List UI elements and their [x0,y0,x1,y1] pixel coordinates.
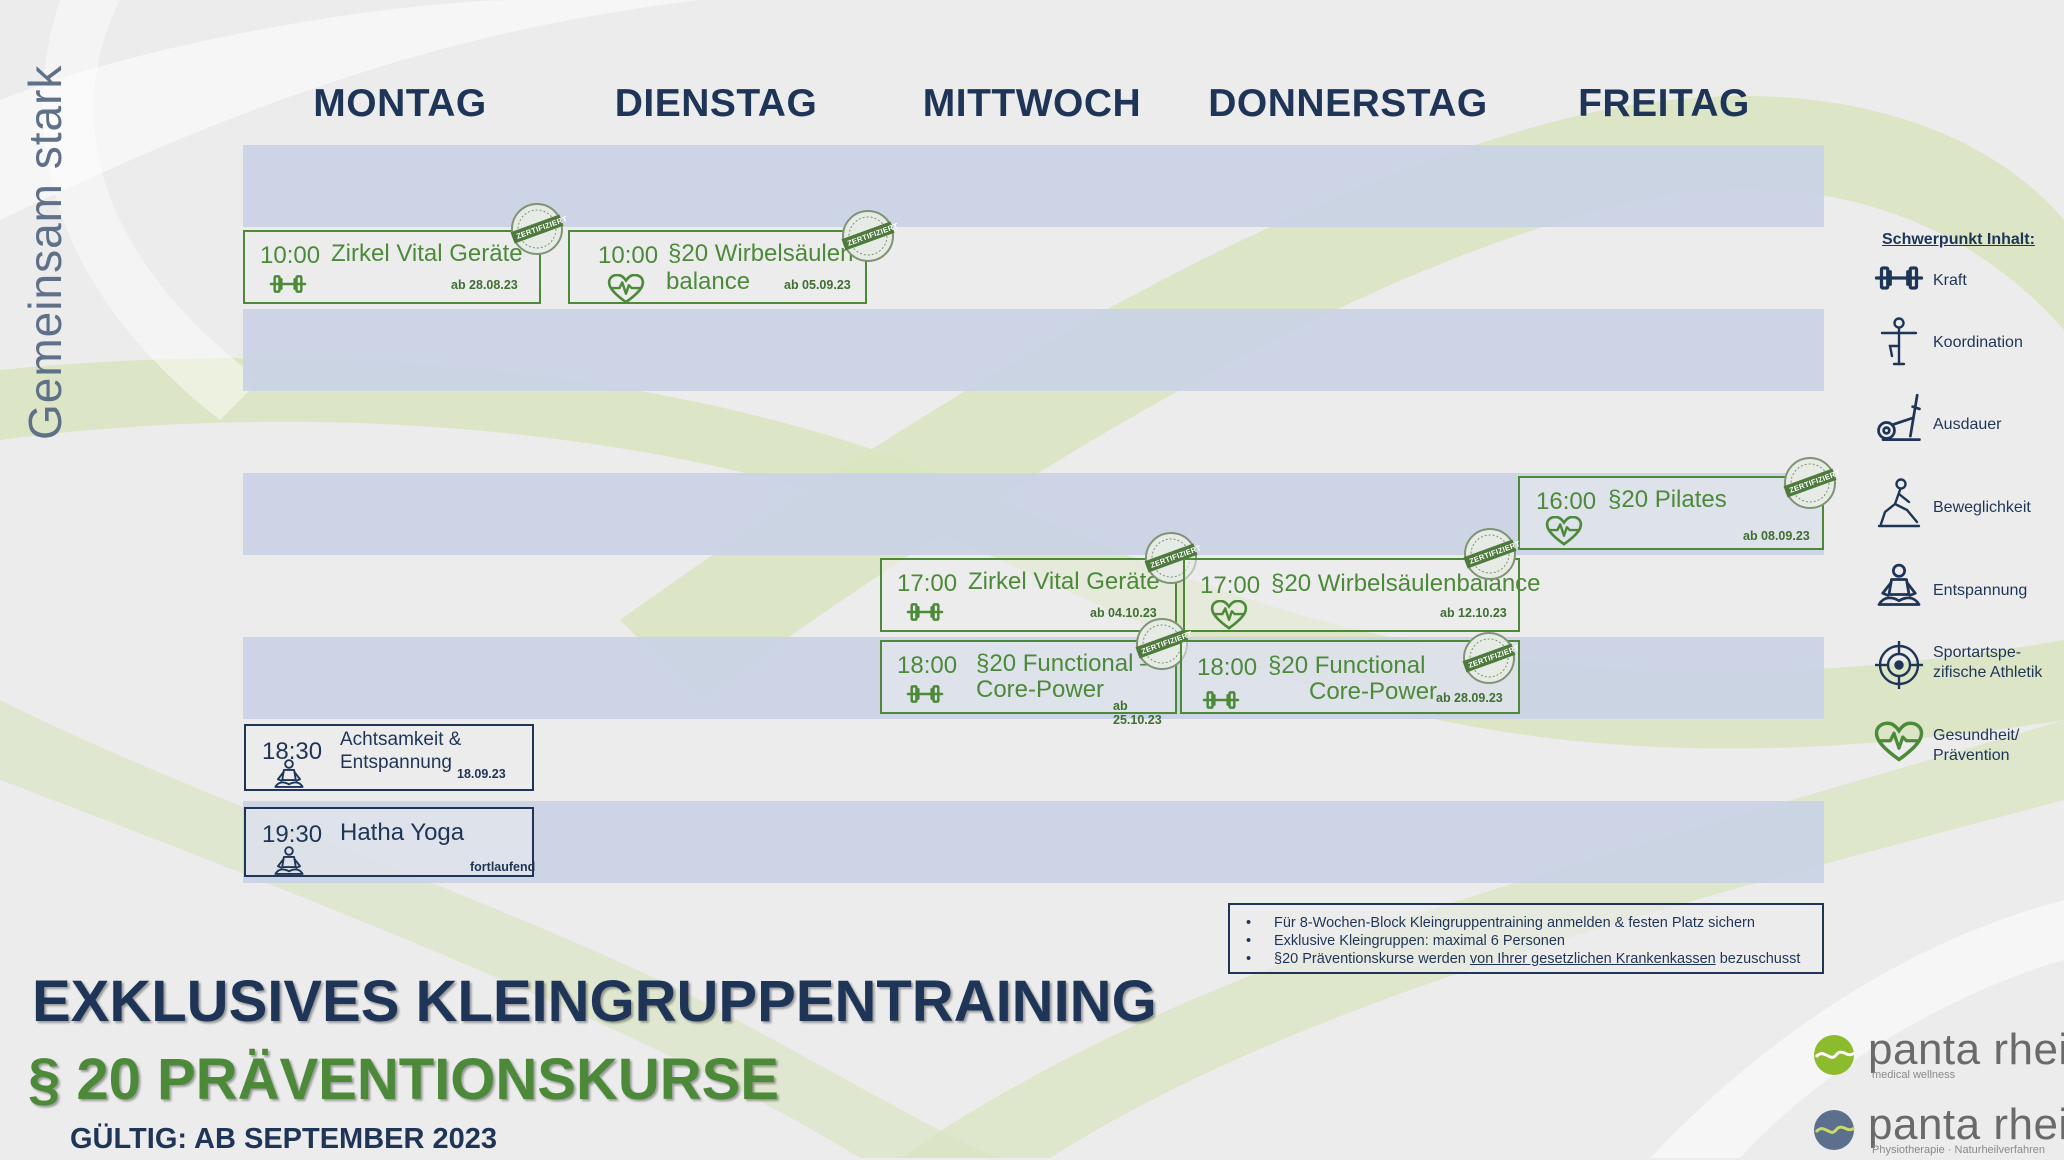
meditation-icon [272,758,306,792]
crosstrainer-icon [1874,393,1924,443]
course-time: 18:00 [897,652,958,679]
panta-rhei-logo-icon [1814,1110,1856,1150]
course-start-date: ab 05.09.23 [784,278,851,292]
logo-wordmark: panta rhei [1868,1025,2064,1074]
logo-subtitle: medical wellness [1872,1069,1956,1081]
legend-label-line1: Sportartspe- [1933,644,2022,661]
heart-pulse-icon [1209,600,1249,630]
legend-label: Koordination [1933,334,2023,351]
course-name-line1: §20 Functional – [976,650,1154,677]
course-start-date: ab 28.09.23 [1436,691,1503,705]
day-header-friday: FREITAG [1578,82,1750,125]
heart-pulse-icon [606,274,646,304]
dumbbell-icon [1874,258,1924,298]
brand-logo-physio: panta rhei Physiotherapie · Naturheilver… [1812,1100,2064,1160]
note-item: •Exklusive Kleingruppen: maximal 6 Perso… [1246,933,1565,949]
course-time: 17:00 [897,570,958,597]
course-card-friday-1600[interactable]: 16:00 §20 Pilates ab 08.09.23 [1518,476,1824,550]
course-name-line2: Entspannung [340,752,452,773]
legend-label-line2: Prävention [1933,747,2010,764]
headline-primary: EXKLUSIVES KLEINGRUPPENTRAINING [32,969,1157,1034]
legend-item-ausdauer: Ausdauer [1868,393,2058,453]
course-card-thursday-1800[interactable]: 18:00 §20 Functional Core-Power ab 28.09… [1180,640,1520,714]
course-start-date: ab 28.08.23 [451,278,518,292]
course-start-date: fortlaufend [470,860,536,874]
legend-label: Entspannung [1933,582,2028,599]
day-header-thursday: DONNERSTAG [1208,82,1488,125]
balance-figure-icon [1874,316,1924,366]
legend-item-beweglichkeit: Beweglichkeit [1868,478,2058,538]
legend-label: Kraft [1933,272,1967,289]
info-notes-box: •Für 8-Wochen-Block Kleingruppentraining… [1228,903,1824,974]
legend-label-line2: zifische Athletik [1933,664,2043,681]
validity-line: GÜLTIG: AB SEPTEMBER 2023 [70,1123,498,1155]
day-header-monday: MONTAG [313,82,487,125]
legend-title: Schwerpunkt Inhalt: [1882,231,2035,248]
course-time: 16:00 [1536,488,1597,515]
legend-item-koordination: Koordination [1868,316,2058,376]
dumbbell-icon [1202,688,1240,712]
certified-stamp: ZERTIFIZIERT [509,201,569,257]
course-name: §20 Pilates [1608,486,1727,513]
legend-item-entspannung: Entspannung [1868,562,2058,622]
legend-label: Ausdauer [1933,416,2002,433]
note-item: •§20 Präventionskurse werden von Ihrer g… [1246,951,1801,967]
course-name-line2: Core-Power [1309,678,1438,705]
certified-stamp: ZERTIFIZIERT [840,208,900,264]
course-start-date: ab 04.10.23 [1090,606,1157,620]
schedule-row-band [243,145,1824,227]
course-card-wednesday-1700[interactable]: 17:00 Zirkel Vital Geräte ab 04.10.23 [880,558,1177,632]
course-time: 17:00 [1200,572,1261,599]
course-name-line1: §20 Functional [1268,652,1426,679]
note-item: •Für 8-Wochen-Block Kleingruppentraining… [1246,915,1755,931]
brand-logo-wellness: panta rhei medical wellness [1812,1025,2064,1085]
course-name-line1: Achtsamkeit & [340,729,462,750]
logo-subtitle: Physiotherapie · Naturheilverfahren [1872,1144,2046,1156]
course-name: Zirkel Vital Geräte [968,568,1160,595]
course-name-line2: balance [666,268,751,295]
course-name-line1: §20 Wirbelsäulen- [668,240,862,267]
course-time: 19:30 [262,821,323,848]
legend-item-athletik: Sportartspe- zifische Athletik [1868,640,2058,700]
dumbbell-icon [906,682,944,706]
certified-stamp: ZERTIFIZIERT [1462,526,1522,582]
krankenkassen-link[interactable]: von Ihrer gesetzlichen Krankenkassen [1469,951,1716,967]
headline-secondary: § 20 PRÄVENTIONSKURSE [28,1047,779,1112]
course-time: 18:00 [1197,654,1258,681]
heart-pulse-icon [1544,516,1584,546]
course-start-date: ab 08.09.23 [1743,529,1810,543]
dumbbell-icon [906,600,944,624]
meditation-icon [1874,562,1924,612]
logo-wordmark: panta rhei [1868,1100,2064,1149]
course-time: 10:00 [598,242,659,269]
course-name: Zirkel Vital Geräte [331,240,523,267]
course-name: Hatha Yoga [340,819,465,846]
panta-rhei-logo-icon [1814,1035,1856,1075]
stretching-figure-icon [1874,478,1924,528]
target-icon [1874,640,1924,690]
day-header-wednesday: MITTWOCH [922,82,1142,125]
day-header-tuesday: DIENSTAG [614,82,818,125]
schedule-row-band [243,309,1824,391]
legend-item-kraft: Kraft [1868,256,2058,316]
course-start-date: ab 25.10.23 [1113,699,1162,727]
heart-pulse-icon [1874,720,1924,764]
course-card-monday-1930[interactable]: 19:30 Hatha Yoga fortlaufend [244,807,536,879]
course-card-tuesday-1000[interactable]: 10:00 §20 Wirbelsäulen- balance ab 05.09… [568,230,867,304]
meditation-icon [272,845,306,879]
certified-stamp: ZERTIFIZIERT [1782,455,1842,511]
course-card-wednesday-1800[interactable]: 18:00 §20 Functional – Core-Power ab 25.… [880,640,1177,727]
course-card-monday-1000[interactable]: 10:00 Zirkel Vital Geräte ab 28.08.23 [243,230,541,304]
course-start-date: ab 12.10.23 [1440,606,1507,620]
legend-item-praevention: Gesundheit/ Prävention [1868,718,2058,778]
course-time: 10:00 [260,242,321,269]
course-start-date: 18.09.23 [457,767,506,781]
dumbbell-icon [269,272,307,296]
certified-stamp: ZERTIFIZIERT [1461,630,1521,686]
legend-label: Beweglichkeit [1933,499,2031,516]
legend-label-line1: Gesundheit/ [1933,727,2020,744]
course-name-line2: Core-Power [976,676,1105,703]
course-card-monday-1830[interactable]: 18:30 Achtsamkeit & Entspannung 18.09.23 [244,724,534,791]
